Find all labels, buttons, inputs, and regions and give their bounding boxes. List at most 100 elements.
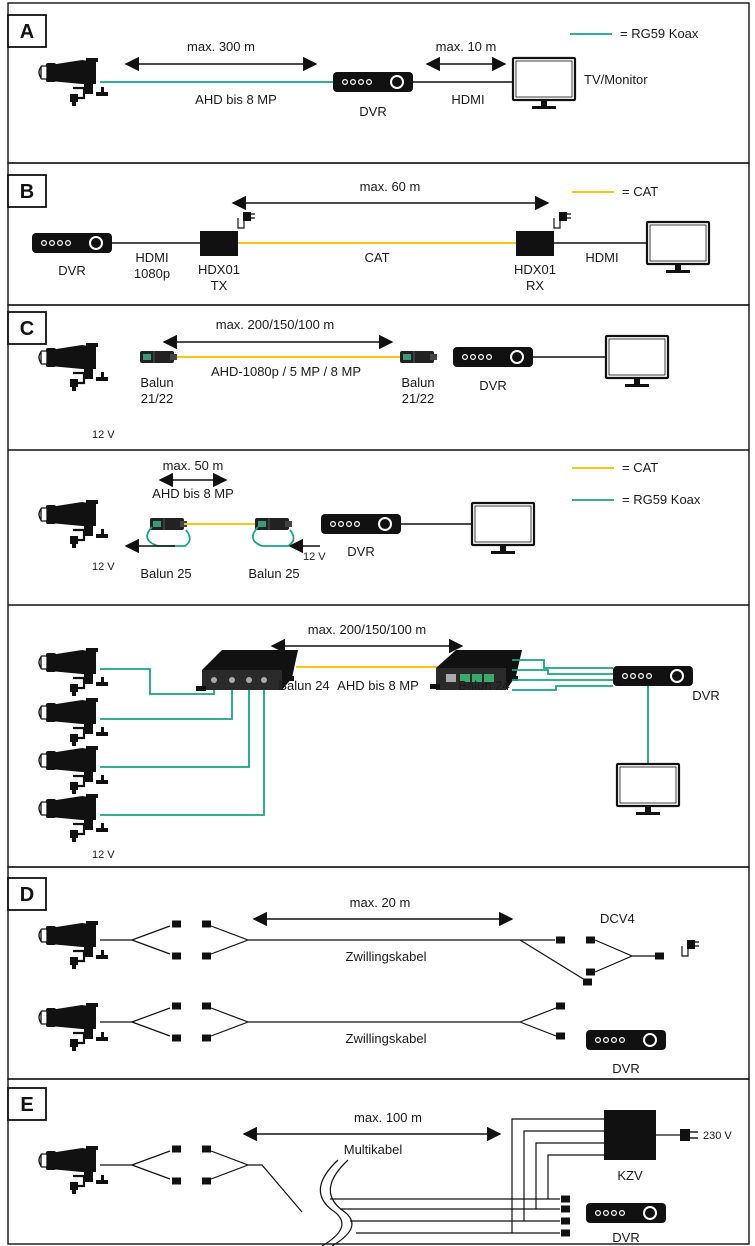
monitor-icon [470, 501, 536, 556]
monitor-icon [604, 334, 670, 389]
camera-icon [37, 919, 110, 971]
section-b-letter: B [20, 181, 34, 203]
legend-cat-label: = CAT [622, 460, 658, 475]
camera-icon [37, 56, 110, 108]
box-icon [200, 231, 238, 256]
dvr-icon [31, 232, 113, 254]
balun-icon [139, 350, 178, 364]
tx-label: TX [211, 278, 228, 293]
connector-icon [202, 1034, 211, 1042]
balun-icon [399, 350, 438, 364]
camera-icon [37, 744, 110, 796]
section-c: 12 V max. 200/150/100 m Balun 21/22 AHD-… [37, 317, 720, 861]
kzv-label: KZV [617, 1168, 643, 1183]
cable-break-mark-2 [329, 1159, 353, 1246]
balun-label: Balun [140, 375, 173, 390]
legend-cat-label: = CAT [622, 184, 658, 199]
hub-icon [430, 650, 522, 690]
cable-label: Multikabel [344, 1142, 403, 1157]
camera-icon [37, 1144, 110, 1196]
coax-cable-2 [100, 688, 233, 720]
coax-cable-8 [512, 685, 613, 691]
distance-label: max. 60 m [360, 179, 421, 194]
section-d: max. 20 m Zwillingskabel DCV4 Zwillingsk… [37, 895, 700, 1076]
power-wire-4 [547, 1154, 604, 1199]
connector-icon [202, 1177, 211, 1185]
balun-label: Balun 25 [140, 566, 191, 581]
dvr-label: DVR [692, 688, 719, 703]
dvr-label: DVR [612, 1061, 639, 1076]
connector-icon [556, 1002, 565, 1010]
connector-icon [172, 1002, 181, 1010]
balun-model-label: 21/22 [402, 391, 435, 406]
cable-label: AHD-1080p / 5 MP / 8 MP [211, 364, 361, 379]
section-c-part-1: 12 V max. 200/150/100 m Balun 21/22 AHD-… [37, 317, 670, 441]
connector-icon [586, 936, 595, 944]
power-plug-icon [553, 211, 572, 229]
balun-label: Balun 25 [248, 566, 299, 581]
dvr-label: DVR [479, 378, 506, 393]
cat-label: CAT [364, 250, 389, 265]
section-a: = RG59 Koax max. 300 m AHD bis 8 MP DVR … [37, 26, 699, 119]
cable-label: AHD bis 8 MP [337, 678, 419, 693]
power-wire-1 [511, 1118, 604, 1233]
section-e-letter: E [20, 1094, 33, 1116]
section-e: max. 100 m Multikabel KZV 230 V [37, 1110, 732, 1246]
coax-cable-3 [100, 688, 250, 768]
balun-label: Balun 24 [278, 678, 329, 693]
voltage-label: 12 V [303, 551, 326, 563]
monitor-icon [645, 220, 711, 275]
hdmi-label-2: HDMI [585, 250, 618, 265]
dvr-icon [585, 1029, 667, 1051]
dvr-icon [320, 513, 402, 535]
hdmi-label: HDMI [135, 250, 168, 265]
tx-model-label: HDX01 [198, 262, 240, 277]
dvr-label: DVR [58, 263, 85, 278]
camera-icon [37, 646, 110, 698]
twin-cable-1-branch-2 [519, 939, 586, 981]
cable-break-mark [319, 1159, 343, 1246]
voltage-label: 12 V [92, 561, 115, 573]
section-letters: A B C D E [7, 14, 47, 1121]
balun-icon [149, 517, 188, 531]
distance-label: max. 20 m [350, 895, 411, 910]
dvr-icon [612, 665, 694, 687]
box-icon [604, 1110, 656, 1160]
dcv-label: DCV4 [600, 911, 635, 926]
distance-label: max. 200/150/100 m [216, 317, 335, 332]
twin-cable-2 [210, 1007, 520, 1037]
cable-label: Zwillingskabel [346, 949, 427, 964]
balun-label: Balun [401, 375, 434, 390]
camera-icon [37, 498, 110, 550]
connector-icon [583, 978, 592, 986]
connector-icon [561, 1205, 570, 1213]
section-c-part-3: max. 200/150/100 m 12 V Balun 24 [37, 622, 720, 861]
camera-icon [37, 696, 110, 748]
connector-icon [202, 920, 211, 928]
box-icon [516, 231, 554, 256]
connector-icon [202, 952, 211, 960]
coax-cable-1 [100, 668, 215, 695]
connector-icon [172, 952, 181, 960]
dvr-label: DVR [612, 1230, 639, 1245]
coax-cable-5 [512, 659, 613, 669]
voltage-label: 12 V [92, 849, 115, 861]
power-wire-2 [523, 1130, 604, 1221]
legend-coax-label: = RG59 Koax [622, 492, 701, 507]
connector-icon [202, 1002, 211, 1010]
section-d-letter: D [20, 884, 34, 906]
cable-label: AHD bis 8 MP [152, 486, 234, 501]
rx-model-label: HDX01 [514, 262, 556, 277]
power-plug-icon [237, 211, 256, 229]
connector-icon [172, 1177, 181, 1185]
power-plug-icon [680, 1129, 698, 1141]
twin-cable-1 [210, 925, 520, 955]
dcv-splitter [594, 939, 655, 973]
camera-icon [37, 792, 110, 844]
balun-model-label: 21/22 [141, 391, 174, 406]
connector-icon [556, 936, 565, 944]
connector-icon [561, 1229, 570, 1237]
multi-cable-start [210, 1150, 303, 1213]
coax-cable-4 [100, 688, 265, 816]
